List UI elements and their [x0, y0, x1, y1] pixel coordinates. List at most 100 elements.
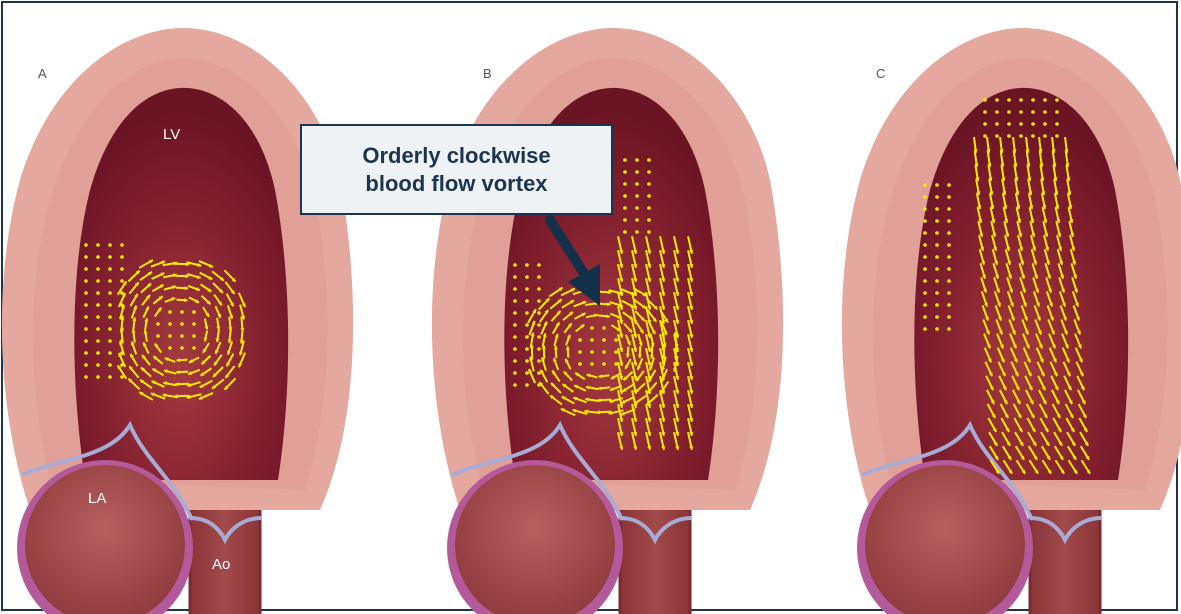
flow-dot: [935, 207, 939, 211]
flow-dot: [947, 327, 951, 331]
flow-dot: [923, 207, 927, 211]
flow-dot: [923, 195, 927, 199]
flow-dot: [1007, 110, 1011, 114]
flow-dot: [156, 334, 160, 338]
flow-dot: [923, 243, 927, 247]
flow-dot: [96, 255, 100, 259]
flow-dot: [156, 322, 160, 326]
flow-dot: [84, 375, 88, 379]
flow-dot: [947, 315, 951, 319]
flow-dot: [647, 230, 651, 234]
label-la: LA: [88, 490, 106, 507]
flow-dot: [995, 98, 999, 102]
flow-dot: [525, 323, 529, 327]
flow-dot: [578, 338, 582, 342]
flow-dot: [168, 322, 172, 326]
flow-dot: [602, 362, 606, 366]
flow-dot: [84, 267, 88, 271]
flow-dot: [635, 182, 639, 186]
flow-dot: [995, 110, 999, 114]
flow-dot: [96, 375, 100, 379]
flow-dot: [108, 303, 112, 307]
flow-dot: [168, 310, 172, 314]
flow-dot: [935, 267, 939, 271]
flow-dot: [647, 218, 651, 222]
flow-dot: [513, 371, 517, 375]
flow-dot: [935, 183, 939, 187]
flow-dot: [983, 122, 987, 126]
flow-dot: [923, 315, 927, 319]
flow-dot: [614, 350, 618, 354]
flow-dot: [537, 263, 541, 267]
flow-dot: [513, 275, 517, 279]
flow-dot: [590, 326, 594, 330]
flow-dot: [947, 219, 951, 223]
flow-dot: [84, 303, 88, 307]
flow-dot: [525, 275, 529, 279]
panel-letter-a: A: [38, 66, 47, 81]
flow-dot: [935, 327, 939, 331]
flow-dot: [983, 98, 987, 102]
flow-dot: [537, 359, 541, 363]
flow-dot: [84, 351, 88, 355]
flow-dot: [1031, 98, 1035, 102]
flow-dot: [192, 346, 196, 350]
flow-dot: [96, 315, 100, 319]
flow-dot: [513, 311, 517, 315]
heart-panel-b: [432, 28, 783, 614]
label-ao: Ao: [212, 556, 230, 573]
flow-dot: [108, 327, 112, 331]
flow-dot: [590, 350, 594, 354]
flow-dot: [1007, 134, 1011, 138]
flow-dot: [923, 291, 927, 295]
flow-dot: [537, 311, 541, 315]
flow-dot: [923, 255, 927, 259]
flow-dot: [590, 338, 594, 342]
flow-dot: [96, 267, 100, 271]
flow-dot: [623, 194, 627, 198]
callout-box: Orderly clockwise blood flow vortex: [300, 124, 613, 215]
flow-dot: [623, 170, 627, 174]
flow-dot: [96, 327, 100, 331]
heart-panel-a: [2, 28, 353, 614]
flow-dot: [947, 243, 951, 247]
flow-dot: [513, 335, 517, 339]
flow-dot: [525, 335, 529, 339]
flow-dot: [537, 335, 541, 339]
flow-dot: [635, 230, 639, 234]
flow-dot: [84, 327, 88, 331]
flow-dot: [935, 255, 939, 259]
flow-dot: [947, 231, 951, 235]
flow-dot: [108, 375, 112, 379]
flow-dot: [108, 279, 112, 283]
flow-dot: [120, 267, 124, 271]
flow-dot: [635, 206, 639, 210]
flow-dot: [1019, 98, 1023, 102]
flow-dot: [84, 279, 88, 283]
flow-dot: [120, 243, 124, 247]
flow-dot: [935, 303, 939, 307]
flow-dot: [1043, 122, 1047, 126]
flow-dot: [647, 158, 651, 162]
flow-dot: [537, 299, 541, 303]
flow-dot: [935, 219, 939, 223]
flow-dot: [623, 206, 627, 210]
flow-dot: [1055, 110, 1059, 114]
flow-dot: [513, 347, 517, 351]
flow-dot: [96, 363, 100, 367]
flow-dot: [602, 326, 606, 330]
flow-dot: [96, 339, 100, 343]
flow-dot: [96, 303, 100, 307]
flow-dot: [108, 351, 112, 355]
flow-dot: [192, 310, 196, 314]
flow-dot: [602, 350, 606, 354]
flow-dot: [168, 334, 172, 338]
flow-dot: [537, 371, 541, 375]
flow-dot: [1019, 122, 1023, 126]
flow-dot: [525, 383, 529, 387]
flow-dot: [647, 182, 651, 186]
flow-dot: [108, 243, 112, 247]
label-lv: LV: [163, 126, 180, 143]
heart-panel-c: [842, 28, 1181, 614]
flow-dot: [120, 255, 124, 259]
